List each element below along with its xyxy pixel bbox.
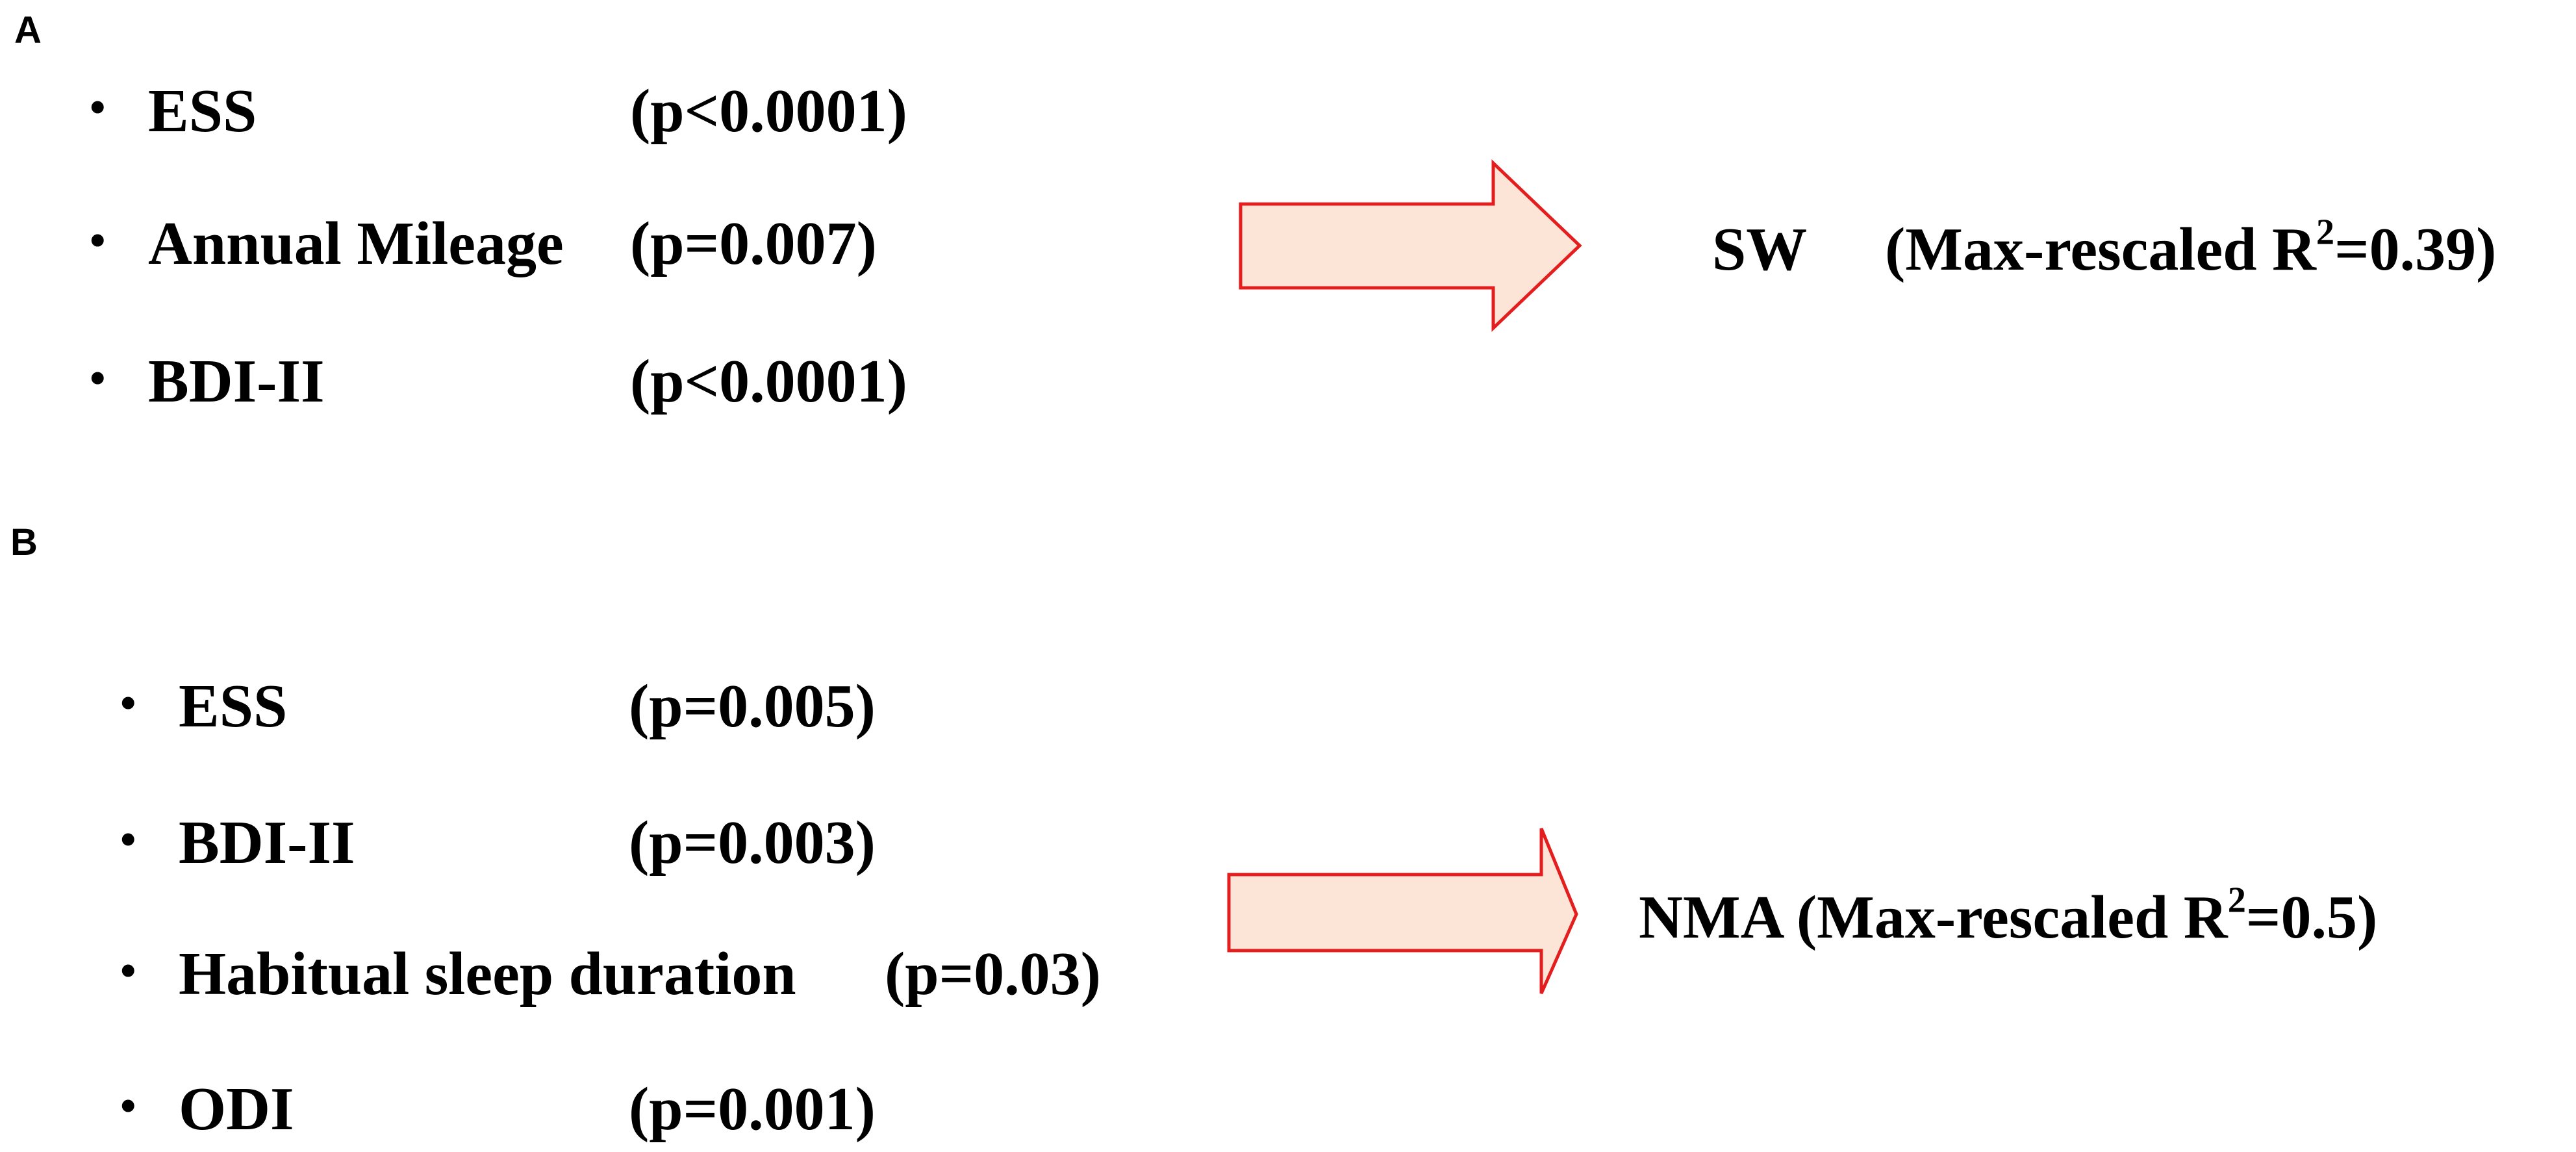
fit-superscript: 2	[2227, 880, 2246, 921]
panel-a-arrow	[1239, 159, 1582, 332]
fit-superscript: 2	[2316, 212, 2335, 253]
panel-a-arrow-shape	[1239, 159, 1582, 332]
panel-a-model-fit: (Max-rescaled R2=0.39)	[1885, 214, 2497, 283]
predictor-name: Habitual sleep duration	[179, 940, 796, 1008]
bullet: •	[90, 216, 106, 266]
predictor-name: ODI	[179, 1075, 294, 1143]
predictor-p-value: (p=0.007)	[630, 210, 877, 277]
predictor-p-value: (p<0.0001)	[630, 77, 907, 145]
bullet: •	[90, 83, 106, 133]
bullet: •	[120, 1081, 136, 1131]
bullet: •	[120, 678, 136, 728]
predictor-name: ESS	[179, 672, 288, 740]
fit-prefix: (Max-rescaled R	[1885, 216, 2316, 283]
fit-suffix: =0.39)	[2334, 216, 2497, 283]
bullet: •	[120, 946, 136, 996]
predictor-p-value: (p<0.0001)	[630, 348, 907, 415]
panel-b-label: B	[10, 521, 38, 563]
panel-b-result: NMA (Max-rescaled R2=0.5)	[1639, 882, 2378, 951]
predictor-name: Annual Mileage	[148, 210, 564, 277]
bullet: •	[120, 815, 136, 865]
predictor-p-value: (p=0.005)	[629, 672, 876, 740]
panel-a-label: A	[14, 9, 42, 51]
fit-prefix: (Max-rescaled R	[1796, 884, 2228, 951]
predictor-name: BDI-II	[148, 348, 325, 415]
predictor-p-value: (p=0.001)	[629, 1075, 876, 1143]
panel-b-arrow	[1227, 828, 1578, 995]
panel-a-result: SW	[1712, 219, 1807, 280]
predictor-p-value: (p=0.003)	[629, 809, 876, 877]
predictor-name: BDI-II	[179, 809, 355, 877]
predictor-p-value: (p=0.03)	[885, 940, 1101, 1008]
panel-b-arrow-shape	[1227, 828, 1578, 995]
predictor-name: ESS	[148, 77, 257, 145]
fit-suffix: =0.5)	[2245, 884, 2378, 951]
outcome-label: NMA	[1639, 884, 1782, 951]
bullet: •	[90, 353, 106, 403]
outcome-label: SW	[1712, 216, 1808, 283]
